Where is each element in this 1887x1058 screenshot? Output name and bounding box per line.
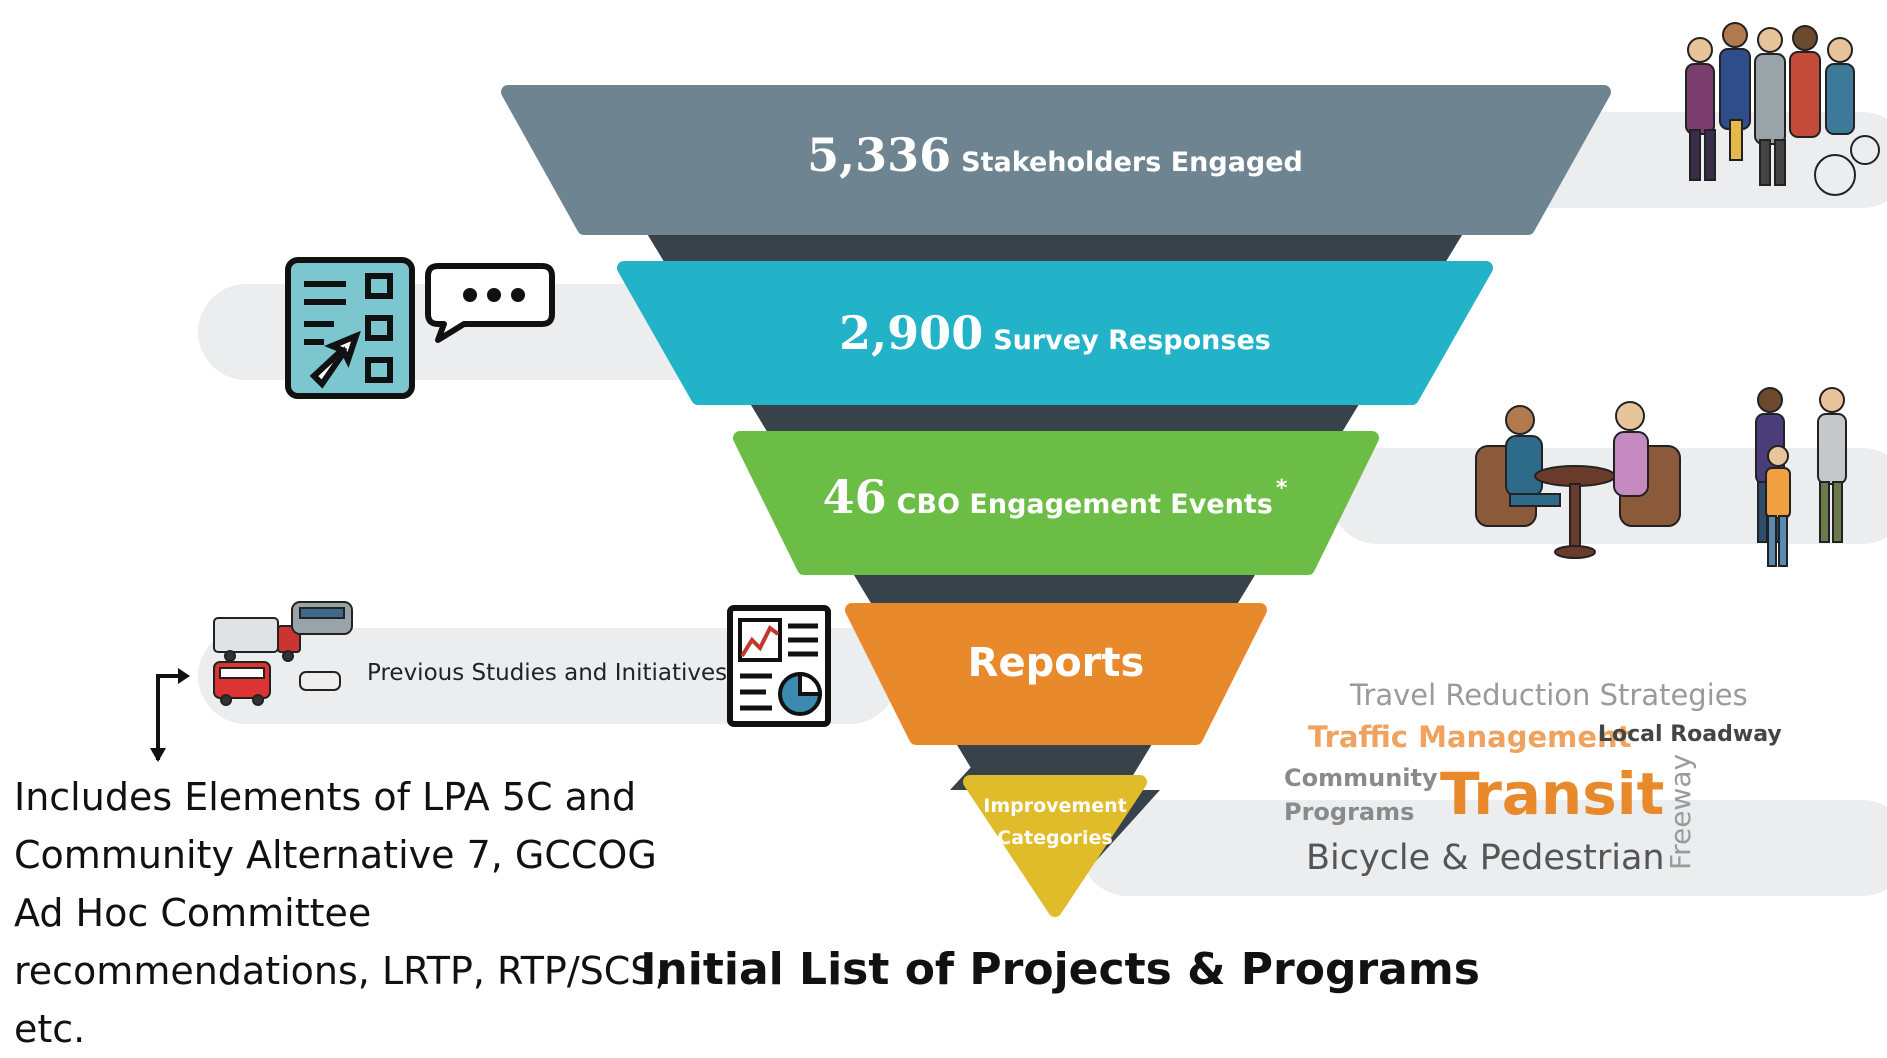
previous-studies-label: Previous Studies and Initiatives bbox=[367, 660, 728, 686]
word-traffic-management: Traffic Management bbox=[1308, 720, 1632, 754]
categories-label-line2: Categories bbox=[997, 827, 1113, 849]
stage-categories-band bbox=[963, 775, 1147, 917]
meeting-people-icon bbox=[1475, 387, 1847, 567]
stage-categories-label: Improvement Categories bbox=[955, 790, 1155, 854]
survey-checklist-icon bbox=[285, 257, 415, 399]
stage-cbo-label: 46 CBO Engagement Events* bbox=[700, 470, 1410, 524]
stakeholders-count: 5,336 bbox=[807, 128, 952, 182]
stakeholders-text: Stakeholders Engaged bbox=[961, 147, 1303, 178]
word-local-roadway: Local Roadway bbox=[1598, 722, 1782, 747]
cbo-text: CBO Engagement Events bbox=[896, 489, 1273, 520]
stage-reports-label: Reports bbox=[967, 640, 1145, 686]
word-freeway: Freeway bbox=[1664, 753, 1697, 870]
stage-cbo-band bbox=[733, 431, 1379, 575]
cbo-count: 46 bbox=[822, 470, 887, 524]
word-community-line1: Community bbox=[1284, 764, 1438, 792]
stage-reports-band bbox=[845, 603, 1267, 745]
final-title: Initial List of Projects & Programs bbox=[640, 944, 1480, 995]
report-document-icon bbox=[727, 605, 831, 727]
survey-text: Survey Responses bbox=[993, 325, 1271, 356]
includes-elements-note: Includes Elements of LPA 5C and Communit… bbox=[14, 775, 667, 1051]
stage-stakeholders-band bbox=[501, 85, 1611, 235]
cbo-pill bbox=[1330, 448, 1887, 544]
word-bicycle-pedestrian: Bicycle & Pedestrian bbox=[1306, 838, 1665, 878]
categories-label-line1: Improvement bbox=[983, 795, 1127, 817]
vehicles-icon bbox=[213, 601, 353, 706]
stage-stakeholders-label: 5,336 Stakeholders Engaged bbox=[700, 128, 1410, 182]
cbo-footnote-marker: * bbox=[1275, 476, 1288, 501]
stage-survey-band bbox=[617, 261, 1493, 405]
survey-count: 2,900 bbox=[839, 306, 984, 360]
chat-bubble-icon bbox=[425, 263, 555, 343]
word-travel-reduction: Travel Reduction Strategies bbox=[1350, 678, 1748, 712]
stage-survey-label: 2,900 Survey Responses bbox=[700, 306, 1410, 360]
word-transit: Transit bbox=[1440, 760, 1665, 828]
categories-pill bbox=[1080, 800, 1887, 896]
crowd-icon bbox=[1685, 22, 1880, 196]
word-community-line2: Programs bbox=[1284, 798, 1415, 826]
elbow-arrow-icon bbox=[150, 668, 190, 762]
